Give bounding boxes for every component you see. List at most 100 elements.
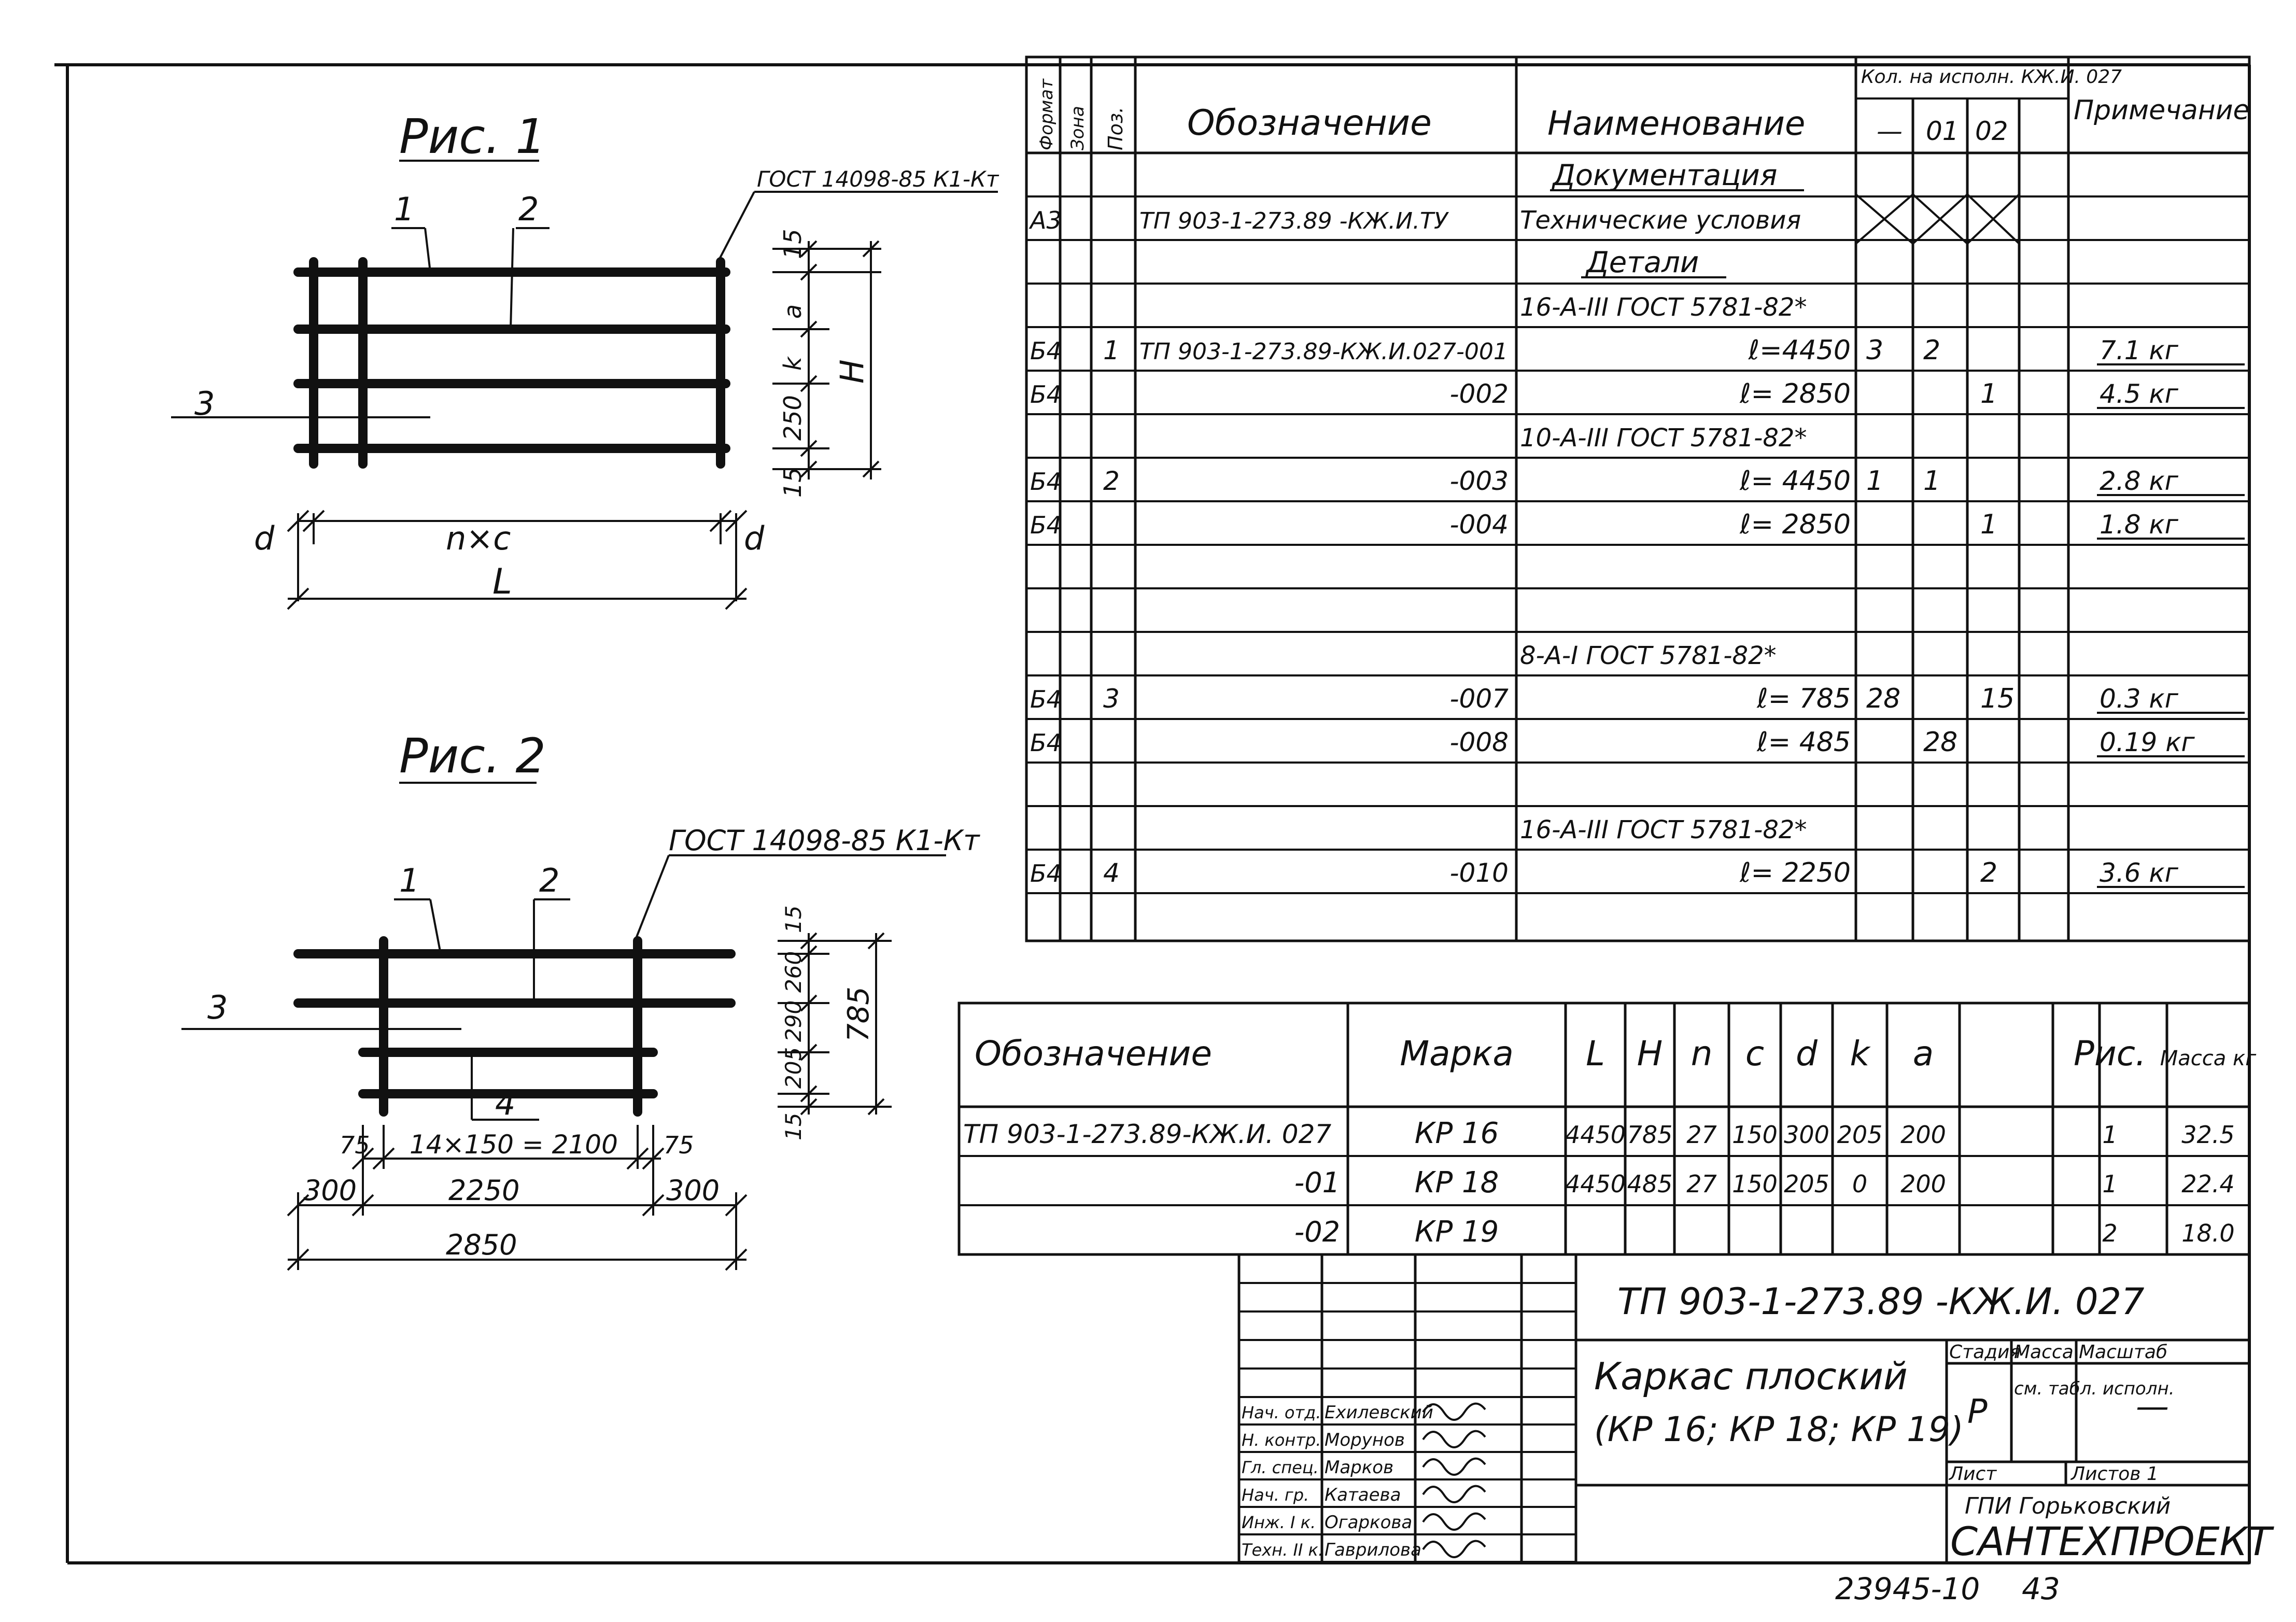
spec-cell-name: ℓ= 785 xyxy=(1756,683,1851,714)
fig1-vdim-15-bottom: 15 xyxy=(779,467,807,498)
title-block-mass-value: см. табл. исполн. xyxy=(2014,1378,2175,1399)
signature-mark xyxy=(1422,1540,1486,1558)
signer-name: Марков xyxy=(1325,1457,1393,1478)
title-block-stage-label: Стадия xyxy=(1949,1342,2021,1363)
spec-header-qty-02: 02 xyxy=(1975,116,2008,146)
title-block-org-line1: ГПИ Горьковский xyxy=(1965,1493,2171,1519)
spec-cell-name: Технические условия xyxy=(1520,206,1801,235)
spec-header-note: Примечание xyxy=(2074,95,2250,126)
signer-role: Гл. спец. xyxy=(1242,1458,1319,1477)
spec-cell-qty-0: 1 xyxy=(1866,466,1883,497)
spec-cell-note: 3.6 кг xyxy=(2100,858,2179,888)
params-header-cell: d xyxy=(1796,1034,1818,1074)
params-header-cell: H xyxy=(1637,1034,1663,1074)
spec-cell-qty-02: 2 xyxy=(1980,857,1997,888)
fig2-callout-3: 3 xyxy=(207,989,228,1026)
fig1-title: Рис. 1 xyxy=(399,109,546,164)
fig1-vdim-k: k xyxy=(779,356,807,371)
spec-cell-format: Б4 xyxy=(1030,685,1062,713)
spec-cell-qty-0: 28 xyxy=(1866,683,1900,714)
spec-cell-designation: -007 xyxy=(1450,684,1509,714)
spec-cell-note: 0.19 кг xyxy=(2100,727,2195,757)
fig2-gost-label: ГОСТ 14098-85 К1-Кт xyxy=(669,824,980,857)
fig1-vdim-H: H xyxy=(833,359,871,384)
spec-cell-name: ℓ= 2850 xyxy=(1739,378,1851,410)
spec-cell-name: ℓ= 2250 xyxy=(1739,857,1851,888)
params-cell-designation: ТП 903-1-273.89-КЖ.И. 027 xyxy=(963,1119,1331,1149)
params-cell: 18.0 xyxy=(2181,1219,2234,1247)
signature-mark xyxy=(1422,1512,1486,1531)
fig1-dim-d-left: d xyxy=(254,519,275,557)
spec-cell-qty-0: 3 xyxy=(1866,335,1883,366)
fig2-vdim-15-bottom: 15 xyxy=(781,1113,806,1140)
spec-cell-qty-02: 1 xyxy=(1980,509,1997,540)
fig1-vdim-250: 250 xyxy=(779,395,807,441)
spec-header-pos: Поз. xyxy=(1104,107,1127,150)
fig2-dim-2250: 2250 xyxy=(448,1174,519,1207)
spec-cell-pos: 2 xyxy=(1103,466,1120,496)
params-cell: 785 xyxy=(1627,1121,1673,1149)
params-cell-designation: -01 xyxy=(1294,1166,1340,1199)
title-block-stage: Р xyxy=(1967,1393,1988,1431)
spec-header-format: Формат xyxy=(1036,78,1057,150)
title-block-code: ТП 903-1-273.89 -КЖ.И. 027 xyxy=(1617,1280,2145,1323)
spec-cell-qty-01: 2 xyxy=(1923,335,1940,366)
spec-cell-format: Б4 xyxy=(1030,337,1062,365)
spec-cell-qty-01: 1 xyxy=(1923,466,1940,497)
params-header-cell: a xyxy=(1913,1034,1934,1074)
fig2-dim-300-left: 300 xyxy=(303,1174,357,1207)
spec-cell-name: ℓ= 485 xyxy=(1756,727,1851,758)
spec-cell-name: ℓ= 4450 xyxy=(1739,466,1851,497)
params-header-cell: L xyxy=(1586,1034,1605,1074)
params-cell: 1 xyxy=(2102,1170,2117,1198)
params-cell: 200 xyxy=(1900,1170,1946,1198)
spec-cell-format: Б4 xyxy=(1030,511,1062,539)
signer-name: Гаврилова xyxy=(1325,1540,1421,1560)
fig1-dim-nxc: n×c xyxy=(446,519,511,557)
footer-page-number: 43 xyxy=(2022,1571,2060,1606)
fig2-vdim-290: 290 xyxy=(781,1000,806,1042)
spec-cell-designation: ТП 903-1-273.89 -КЖ.И.ТУ xyxy=(1139,208,1449,234)
params-cell: 200 xyxy=(1900,1121,1946,1149)
fig1-dim-d-right: d xyxy=(744,519,765,557)
params-cell-designation: -02 xyxy=(1294,1216,1340,1248)
fig2-dim-75-right: 75 xyxy=(664,1131,694,1159)
fig2-dim-pitch: 14×150 = 2100 xyxy=(410,1130,618,1160)
spec-cell-designation: -008 xyxy=(1450,727,1509,757)
signature-mark xyxy=(1422,1485,1486,1503)
fig1-dim-L: L xyxy=(492,561,512,602)
figure-2: Рис. 2 ГОСТ 14098-85 К1-Кт 1 2 3 4 xyxy=(181,728,980,1271)
title-block-mass-label: Масса xyxy=(2014,1342,2074,1363)
spec-header-qty-group: Кол. на исполн. КЖ.И. 027 xyxy=(1861,66,2122,88)
fig2-vdim-785: 785 xyxy=(842,986,876,1042)
params-cell: КР 18 xyxy=(1415,1166,1499,1200)
signature-mark xyxy=(1422,1402,1486,1421)
params-cell: 4450 xyxy=(1565,1170,1626,1198)
params-cell: 27 xyxy=(1686,1170,1717,1198)
title-block-sheets-label: Листов 1 xyxy=(2070,1463,2159,1485)
params-header-cell: Марка xyxy=(1400,1034,1514,1074)
fig2-vdim-15-top: 15 xyxy=(781,906,806,933)
params-cell: 205 xyxy=(1784,1170,1829,1198)
title-block-org-line2: САНТЕХПРОЕКТ xyxy=(1950,1518,2274,1564)
params-cell: КР 16 xyxy=(1415,1117,1499,1150)
signer-role: Техн. II к. xyxy=(1242,1540,1323,1560)
spec-cell-section-title: Документация xyxy=(1551,159,1777,192)
spec-cell-designation: ТП 903-1-273.89-КЖ.И.027-001 xyxy=(1139,338,1508,365)
params-cell: 32.5 xyxy=(2181,1121,2234,1149)
fig1-callout-3: 3 xyxy=(194,385,215,422)
signer-role: Нач. гр. xyxy=(1242,1485,1309,1505)
fig2-dim-300-right: 300 xyxy=(666,1174,720,1207)
title-block-sheet-label: Лист xyxy=(1948,1463,1997,1485)
signer-role: Нач. отд. xyxy=(1242,1403,1321,1422)
signature-mark xyxy=(1422,1430,1486,1448)
signer-name: Морунов xyxy=(1325,1430,1405,1450)
spec-cell-name: 16-А-III ГОСТ 5781-82* xyxy=(1520,815,1807,844)
spec-cell-note: 1.8 кг xyxy=(2100,510,2179,540)
spec-header-name: Наименование xyxy=(1547,105,1805,143)
fig1-vdim-a: a xyxy=(779,304,807,319)
spec-cell-qty-01: 28 xyxy=(1923,727,1957,758)
params-cell: 1 xyxy=(2102,1121,2117,1149)
title-block-scale-value: — xyxy=(2136,1388,2169,1426)
params-cell: 150 xyxy=(1732,1121,1778,1149)
